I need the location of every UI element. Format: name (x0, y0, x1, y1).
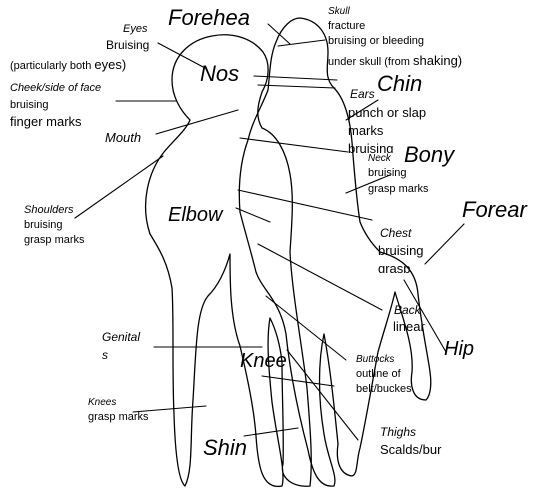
label-eyes-line2: (particularly both eyes) (10, 58, 126, 73)
label-neck-title: Neck (368, 153, 391, 165)
front-figure-outline (146, 35, 312, 487)
leader-back (258, 244, 382, 310)
label-skull-line2: bruising or bleeding (328, 35, 424, 48)
leader-mouth (156, 110, 238, 134)
label-hip: Hip (444, 338, 474, 361)
label-nose: Nos (200, 61, 239, 86)
label-neck-line2: grasp marks (368, 183, 429, 196)
label-buttocks-title: Buttocks (356, 354, 394, 366)
label-cheek-title: Cheek/side of face (10, 82, 101, 95)
label-shoulders-line1: bruising (24, 219, 63, 232)
label-chest-line2: grasp (378, 262, 411, 273)
label-knees-title: Knees (88, 397, 116, 409)
label-skull-title: Skull (328, 6, 350, 18)
label-genitals-line2: s (102, 349, 108, 363)
leader-skull (278, 40, 325, 46)
label-mouth: Mouth (105, 131, 141, 146)
leader-chest (238, 190, 372, 220)
label-ears-title: Ears (350, 88, 375, 102)
label-knee: Knee (240, 350, 287, 373)
label-thighs-title: Thighs (380, 426, 416, 440)
leader-shoulders (75, 156, 163, 218)
label-back-title: Back (394, 304, 421, 318)
label-genitals-line1: Genital (102, 331, 140, 345)
label-skull-line1: fracture (328, 20, 365, 33)
label-buttocks-line1: outline of (356, 368, 401, 381)
label-neck-line1: bruising (368, 167, 407, 180)
label-chin: Chin (377, 71, 422, 96)
label-ears-line2: marks (348, 124, 383, 139)
leader-forehead (268, 24, 290, 44)
leader-knee (262, 376, 334, 386)
label-buttocks-line2: belt/buckes (356, 383, 412, 396)
label-eyes-title: Eyes (123, 23, 147, 36)
label-skull-line3: under skull (from shaking) (328, 54, 462, 69)
label-cheek-line2: finger marks (10, 115, 82, 130)
label-shoulders-line2: grasp marks (24, 234, 85, 247)
label-chest-line1: bruising (378, 244, 424, 259)
label-back-line1: linear (393, 320, 425, 335)
label-ears-line1: punch or slap (348, 106, 426, 121)
label-cheek-line1: bruising (10, 99, 49, 112)
label-forehead: Forehea (168, 5, 250, 30)
leader-shin (244, 428, 298, 436)
label-shin: Shin (203, 435, 247, 460)
label-thighs-line1: Scalds/bur (380, 443, 441, 458)
label-elbow: Elbow (168, 204, 222, 227)
label-bony: Bony (404, 142, 454, 167)
leader-chin (258, 85, 335, 88)
label-forearm: Forear (462, 197, 527, 222)
label-ears-line3: bruising (348, 142, 394, 153)
label-chest-title: Chest (380, 227, 411, 241)
leader-eyes (158, 43, 205, 68)
leader-forearm (425, 224, 464, 264)
label-shoulders-title: Shoulders (24, 204, 74, 217)
leader-neck (240, 138, 348, 152)
label-knees-line1: grasp marks (88, 411, 149, 424)
label-eyes-line1: Bruising (106, 39, 149, 53)
